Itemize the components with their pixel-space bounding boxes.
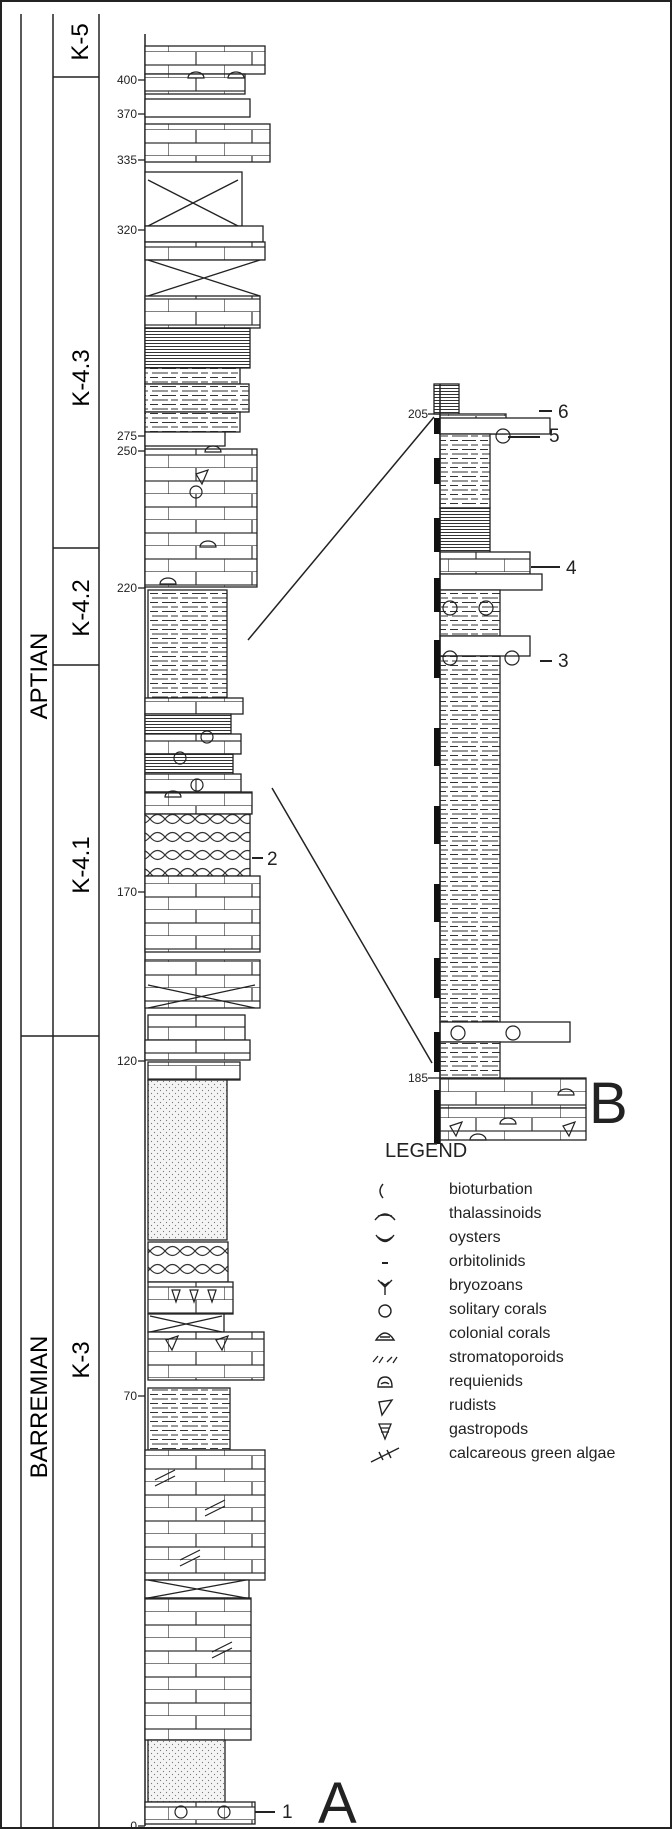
- sequence-label-k5: K-5: [67, 23, 94, 60]
- depth-tick-0: 0: [130, 1819, 137, 1829]
- depth-tick-250: 250: [117, 444, 137, 458]
- depth-tick-320: 320: [117, 223, 137, 237]
- legend-label-oysters: oysters: [449, 1229, 501, 1246]
- legend-label-solitary-corals: solitary corals: [449, 1301, 547, 1318]
- connector-line-top: [247, 416, 435, 641]
- thalassinoids-icon: [374, 1213, 396, 1221]
- requienids-icon: [377, 1376, 393, 1388]
- callout-4: 4: [566, 558, 577, 579]
- callout-6: 6: [558, 402, 569, 423]
- column-b-depth-205: 205: [408, 407, 428, 421]
- stage-label-barremian: BARREMIAN: [26, 1336, 53, 1479]
- depth-tick-400: 400: [117, 73, 137, 87]
- rudists-icon: [378, 1399, 394, 1417]
- callout-2: 2: [267, 849, 278, 870]
- column-b-depth-185: 185: [408, 1071, 428, 1085]
- depth-tick-275: 275: [117, 429, 137, 443]
- legend-label-colonial-corals: colonial corals: [449, 1325, 551, 1342]
- column-b: [428, 383, 587, 1144]
- stage-label-aptian: APTIAN: [26, 633, 53, 720]
- callout-1: 1: [282, 1802, 293, 1823]
- legend-label-gastropods: gastropods: [449, 1421, 529, 1438]
- depth-tick-370: 370: [117, 107, 137, 121]
- sequence-label-k41: K-4.1: [68, 836, 95, 893]
- gastropods-icon: [378, 1423, 392, 1441]
- depth-tick-220: 220: [117, 581, 137, 595]
- sequence-label-k42: K-4.2: [68, 579, 95, 636]
- colonial-corals-icon: [374, 1332, 396, 1341]
- column-b-scale-bar: [434, 418, 440, 1144]
- sequence-label-k43: K-4.3: [68, 349, 95, 406]
- legend-title: LEGEND: [385, 1140, 468, 1162]
- column-b-label: B: [589, 1071, 628, 1136]
- depth-tick-70: 70: [124, 1389, 138, 1403]
- connector-line-bottom: [271, 787, 433, 1064]
- solitary-corals-icon: [378, 1304, 392, 1318]
- legend-label-thalassinoids: thalassinoids: [449, 1205, 542, 1222]
- orbitolinids-icon: [382, 1262, 388, 1264]
- legend-label-requienids: requienids: [449, 1373, 523, 1390]
- column-a-depth-labels: 400 370 335 320 275 250 220 170 120 70 0: [117, 73, 137, 1829]
- column-a-label: A: [318, 1771, 357, 1829]
- legend-label-rudists: rudists: [449, 1397, 497, 1414]
- legend-label-bioturbation: bioturbation: [449, 1181, 533, 1198]
- sequence-label-k3: K-3: [68, 1341, 95, 1378]
- stromatoporoids-icon: [372, 1355, 398, 1364]
- bryozoans-icon: [377, 1279, 393, 1295]
- oysters-icon: [375, 1234, 395, 1243]
- depth-tick-335: 335: [117, 153, 137, 167]
- calcareous-green-algae-icon: [370, 1447, 400, 1463]
- legend-label-orbitolinids: orbitolinids: [449, 1253, 526, 1270]
- callout-3: 3: [558, 651, 569, 672]
- column-a: [138, 34, 271, 1827]
- legend-label-bryozoans: bryozoans: [449, 1277, 523, 1294]
- bioturbation-icon: [379, 1183, 384, 1199]
- depth-tick-120: 120: [117, 1054, 137, 1068]
- callout-5: 5: [549, 426, 560, 447]
- column-a-fossils: [154, 71, 245, 1819]
- legend-label-calcareous-green-algae: calcareous green algae: [449, 1445, 616, 1462]
- depth-tick-170: 170: [117, 885, 137, 899]
- legend-label-stromatoporoids: stromatoporoids: [449, 1349, 564, 1366]
- chronostratigraphy-columns: [20, 14, 100, 1829]
